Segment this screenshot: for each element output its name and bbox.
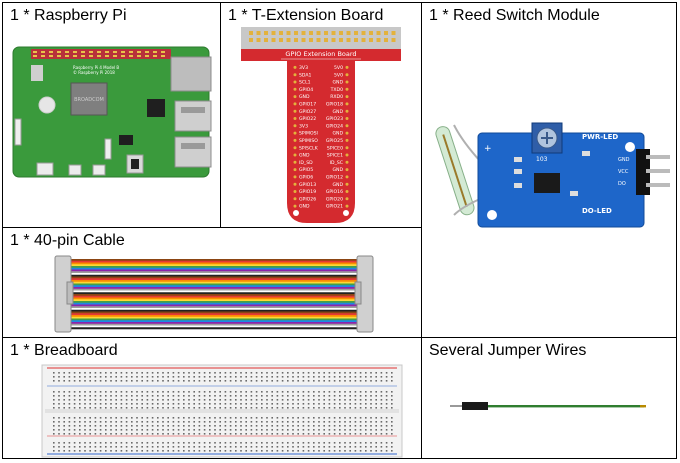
cell-t-extension: 1 * T-Extension Board GPIO Extension Boa… bbox=[220, 2, 422, 228]
pin-label-right: GND bbox=[332, 109, 343, 115]
pin-label-right: 5V0 bbox=[334, 65, 343, 71]
raspberry-pi-image: BROADCOM Raspberry Pi 4 Model B © Raspbe… bbox=[12, 46, 212, 178]
svg-text:103: 103 bbox=[536, 156, 548, 163]
cell-breadboard: 1 * Breadboard bbox=[2, 337, 422, 459]
pin-label-right: RXD0 bbox=[330, 94, 343, 100]
pin-label-right: GPIO20 bbox=[326, 196, 343, 202]
jumper-wire-image bbox=[450, 402, 646, 410]
pin-label-right: GND bbox=[332, 182, 343, 188]
pin-label-left: GPIO13 bbox=[299, 182, 316, 188]
cell-jumper-wires: Several Jumper Wires bbox=[421, 337, 677, 459]
pin-label-right: GPIO18 bbox=[326, 102, 343, 108]
pin-label-left: SDA1 bbox=[299, 72, 312, 78]
pin-label-right: GPIO24 bbox=[326, 123, 343, 129]
reed-switch-label: 1 * Reed Switch Module bbox=[429, 7, 600, 24]
pin-label-right: GND bbox=[332, 167, 343, 173]
pin-label-left: GPIO22 bbox=[299, 116, 316, 122]
pin-label-left: SCL1 bbox=[299, 80, 311, 86]
pin-label-left: GPIO26 bbox=[299, 196, 316, 202]
pin-label-left: SPIMOSI bbox=[299, 131, 318, 137]
pin-label-left: ID_SD bbox=[299, 160, 313, 166]
pin-label-vcc: VCC bbox=[618, 169, 629, 175]
pin-label-right: TXD0 bbox=[330, 87, 343, 93]
breadboard-image bbox=[41, 364, 403, 458]
pin-label-left: GPIO4 bbox=[299, 87, 313, 93]
pin-label-left: GPIO19 bbox=[299, 189, 316, 195]
jumper-wires-label: Several Jumper Wires bbox=[429, 342, 587, 359]
pin-label-left: GND bbox=[299, 204, 310, 210]
pin-label-right: GND bbox=[332, 131, 343, 137]
pin-label-left: GND bbox=[299, 94, 310, 100]
pin-label-right: GPIO21 bbox=[326, 204, 343, 210]
pin-label-right: GPIO25 bbox=[326, 138, 343, 144]
cable-label: 1 * 40-pin Cable bbox=[10, 232, 125, 249]
pin-label-left: 3V3 bbox=[299, 65, 308, 71]
reed-switch-module-image: + 103 PWR-LED DO-LED GND VCC DO bbox=[435, 122, 670, 228]
raspberry-pi-label: 1 * Raspberry Pi bbox=[10, 7, 127, 24]
components-table: 1 * Raspberry Pi BROADCOM Raspberry Pi 4… bbox=[2, 2, 677, 459]
cell-40-pin-cable: 1 * 40-pin Cable bbox=[2, 227, 422, 339]
pin-label-do: DO bbox=[618, 181, 626, 187]
do-led-text: DO-LED bbox=[582, 207, 612, 215]
svg-text:+: + bbox=[484, 144, 492, 154]
pin-label-right: ID_SC bbox=[330, 160, 343, 166]
pin-label-left: 3V3 bbox=[299, 123, 308, 129]
pin-label-left: GPIO27 bbox=[299, 109, 316, 115]
pin-label-right: 5V0 bbox=[334, 72, 343, 78]
rainbow-cable-image bbox=[54, 255, 374, 333]
pin-label-right: GPIO12 bbox=[326, 175, 343, 181]
pin-label-right: GPIO16 bbox=[326, 189, 343, 195]
pin-label-left: SPISCLK bbox=[299, 145, 319, 151]
pin-label-right: GND bbox=[332, 80, 343, 86]
cell-raspberry-pi: 1 * Raspberry Pi BROADCOM Raspberry Pi 4… bbox=[2, 2, 221, 228]
board-copyright-text: © Raspberry Pi 2018 bbox=[73, 70, 115, 75]
board-model-text: Raspberry Pi 4 Model B bbox=[73, 65, 119, 70]
pin-label-left: GPIO5 bbox=[299, 167, 313, 173]
pin-label-left: GPIO17 bbox=[299, 102, 316, 108]
pin-label-gnd: GND bbox=[618, 157, 630, 163]
svg-text:BROADCOM: BROADCOM bbox=[74, 97, 104, 103]
pin-label-left: SPIMISO bbox=[299, 138, 318, 144]
pin-label-right: SPICE1 bbox=[327, 153, 343, 159]
breadboard-label: 1 * Breadboard bbox=[10, 342, 118, 359]
extension-header-text: GPIO Extension Board bbox=[285, 50, 356, 58]
pwr-led-text: PWR-LED bbox=[582, 133, 618, 141]
pin-label-left: GPIO6 bbox=[299, 175, 313, 181]
pin-label-right: GPIO23 bbox=[326, 116, 343, 122]
cell-reed-switch: 1 * Reed Switch Module + 103 bbox=[421, 2, 677, 338]
pin-label-left: GND bbox=[299, 153, 310, 159]
t-extension-label: 1 * T-Extension Board bbox=[228, 7, 384, 24]
pin-label-right: SPICE0 bbox=[327, 145, 343, 151]
